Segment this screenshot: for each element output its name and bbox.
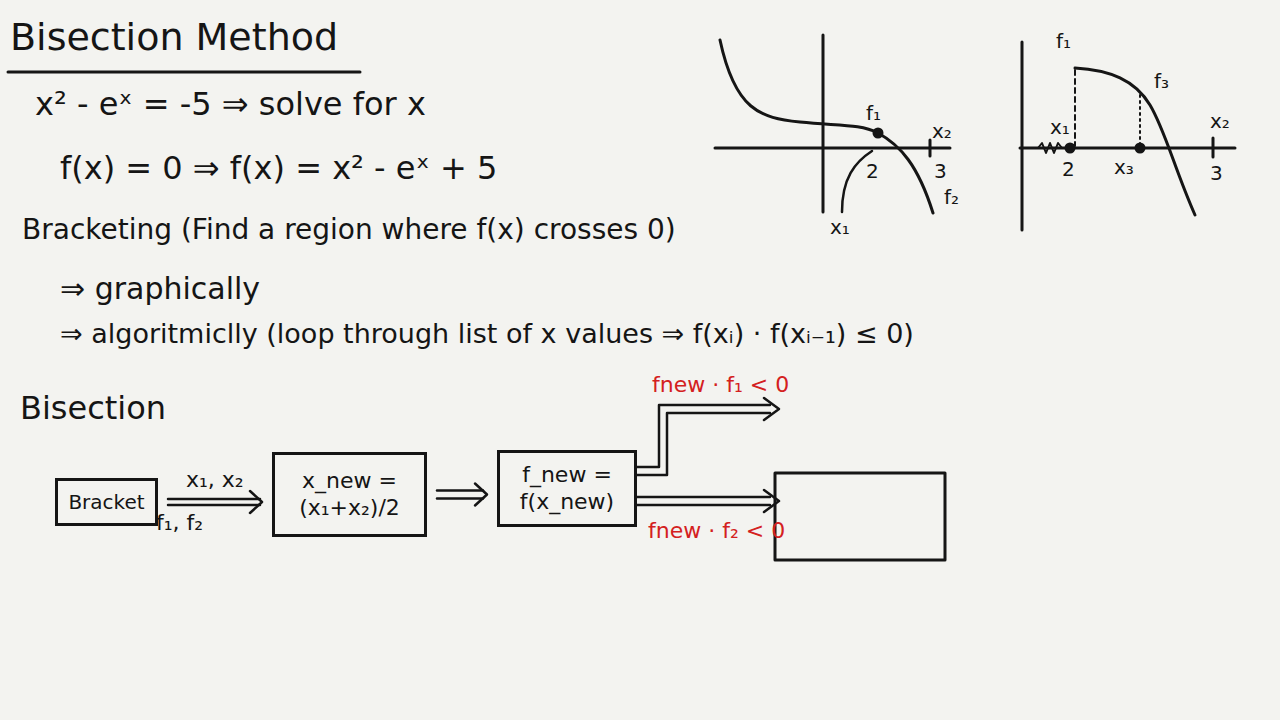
arrow: [168, 491, 262, 513]
arrow-line: [168, 504, 260, 507]
double-arrow: [437, 484, 487, 506]
note-text: 3: [934, 160, 947, 183]
note-text: 3: [1210, 162, 1223, 185]
note-text: ⇒ graphically: [60, 272, 260, 307]
note-text: f₁: [1056, 30, 1071, 53]
note-text: x² - eˣ = -5 ⇒ solve for x: [35, 86, 426, 123]
note-text: f(x) = 0 ⇒ f(x) = x² - eˣ + 5: [60, 150, 497, 187]
branch-arrow: [637, 413, 770, 475]
note-text: x₁: [1050, 116, 1070, 139]
branch-arrow: [637, 405, 770, 467]
box-text: Bracket: [68, 490, 144, 514]
note-text: ⇒ algoritmiclly (loop through list of x …: [60, 318, 914, 349]
note-text: x₁: [830, 216, 850, 239]
arrow-line: [437, 489, 483, 492]
x-axis: [715, 147, 950, 150]
arrow-line: [437, 497, 483, 500]
note-text: Bracketing (Find a region where f(x) cro…: [22, 214, 676, 246]
process-box: f_new = f(x_new): [497, 450, 637, 527]
box-text: f_new = f(x_new): [508, 462, 626, 515]
note-text: x₂: [932, 120, 952, 143]
tick-mark: [1212, 138, 1215, 157]
note-text: 2: [866, 160, 879, 183]
y-axis: [1021, 42, 1024, 230]
dashed-line: [1074, 70, 1076, 146]
branch-arrow: [637, 496, 770, 499]
function-curve: [720, 40, 933, 213]
note-text: 2: [1062, 158, 1075, 181]
point: [1066, 144, 1074, 152]
arrow-head: [764, 490, 779, 512]
arrow-head: [475, 484, 487, 506]
arrow-line: [168, 498, 260, 501]
process-box: x_new = (x₁+x₂)/2: [272, 452, 427, 537]
branch-arrow: [637, 504, 770, 507]
empty-box: [775, 473, 945, 560]
condition-label: fnew · f₁ < 0: [652, 372, 789, 397]
note-text: x₃: [1114, 156, 1134, 179]
arrow-head: [764, 398, 779, 420]
note-text: x₂: [1210, 110, 1230, 133]
note-text: f₂: [944, 186, 959, 209]
function-curve: [1075, 68, 1195, 215]
condition-label: fnew · f₂ < 0: [648, 518, 785, 543]
box-text: x_new = (x₁+x₂)/2: [283, 468, 416, 521]
point: [874, 129, 882, 137]
title-underline: [8, 71, 360, 74]
note-text: Bisection: [20, 390, 166, 427]
tick-mark: [929, 140, 932, 156]
arrow-head: [250, 491, 262, 513]
note-text: f₁: [866, 102, 881, 125]
dotted-line: [1139, 95, 1141, 146]
edge-label: x₁, x₂: [186, 467, 244, 492]
note-text: f₁, f₂: [156, 510, 203, 535]
process-box: Bracket: [55, 478, 158, 526]
note-text: f₃: [1154, 70, 1169, 93]
title: Bisection Method: [10, 16, 338, 60]
point: [1136, 144, 1144, 152]
axis-break: [1038, 143, 1062, 153]
